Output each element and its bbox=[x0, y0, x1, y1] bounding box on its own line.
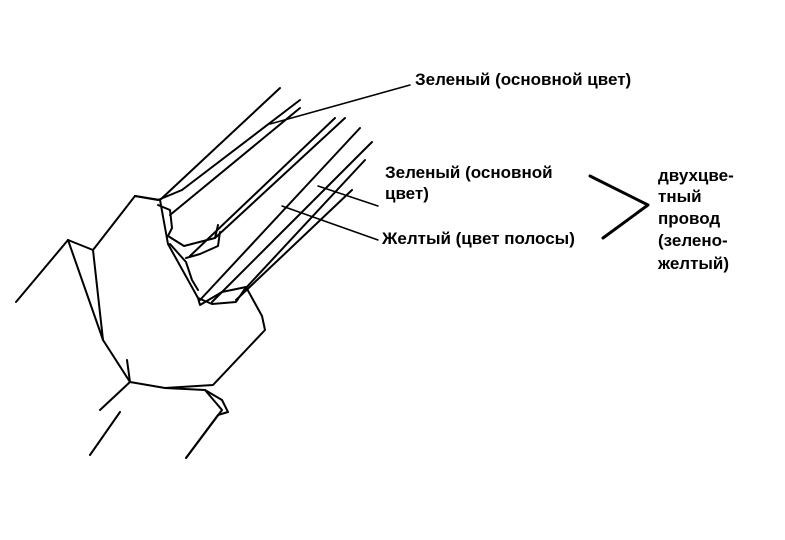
wire-main-right bbox=[181, 99, 301, 191]
wire-stripe-right bbox=[211, 141, 373, 303]
wire-main-left bbox=[159, 87, 281, 201]
label-green-main-mid: Зеленый (основной bbox=[385, 163, 553, 182]
wire-stripe-left bbox=[199, 127, 361, 301]
label-green-main-top: Зеленый (основной цвет) bbox=[415, 70, 632, 89]
slot-4 bbox=[169, 243, 199, 291]
label-yellow-stripe: Желтый (цвет полосы) bbox=[382, 229, 575, 248]
label-green-main-mid-cont: цвет) bbox=[385, 184, 429, 203]
wire-stripe-mid bbox=[235, 189, 353, 301]
wire-stripe-outer bbox=[243, 159, 366, 291]
label-two-color-wire-line: желтый) bbox=[658, 254, 730, 273]
bracket bbox=[588, 174, 650, 240]
leader-yellow bbox=[281, 205, 379, 241]
wire-mid-right bbox=[214, 117, 346, 239]
label-two-color-wire-line: тный bbox=[658, 187, 702, 206]
slot-2 bbox=[185, 231, 221, 259]
connector-lower-body bbox=[89, 381, 223, 459]
connector-housing-front bbox=[92, 195, 266, 389]
connector-housing-inner bbox=[67, 189, 229, 459]
connector-top-surface bbox=[67, 195, 136, 251]
leader-green-mid bbox=[317, 185, 379, 207]
label-two-color-wire-line: (зелено- bbox=[658, 231, 728, 250]
label-two-color-wire-line: двухцве- bbox=[658, 166, 734, 185]
connector-left-edge bbox=[15, 239, 69, 303]
wire-main-inner bbox=[169, 107, 301, 216]
wire-mid-left bbox=[189, 117, 336, 257]
leader-green-top bbox=[269, 84, 411, 125]
label-two-color-wire-line: провод bbox=[658, 209, 721, 228]
